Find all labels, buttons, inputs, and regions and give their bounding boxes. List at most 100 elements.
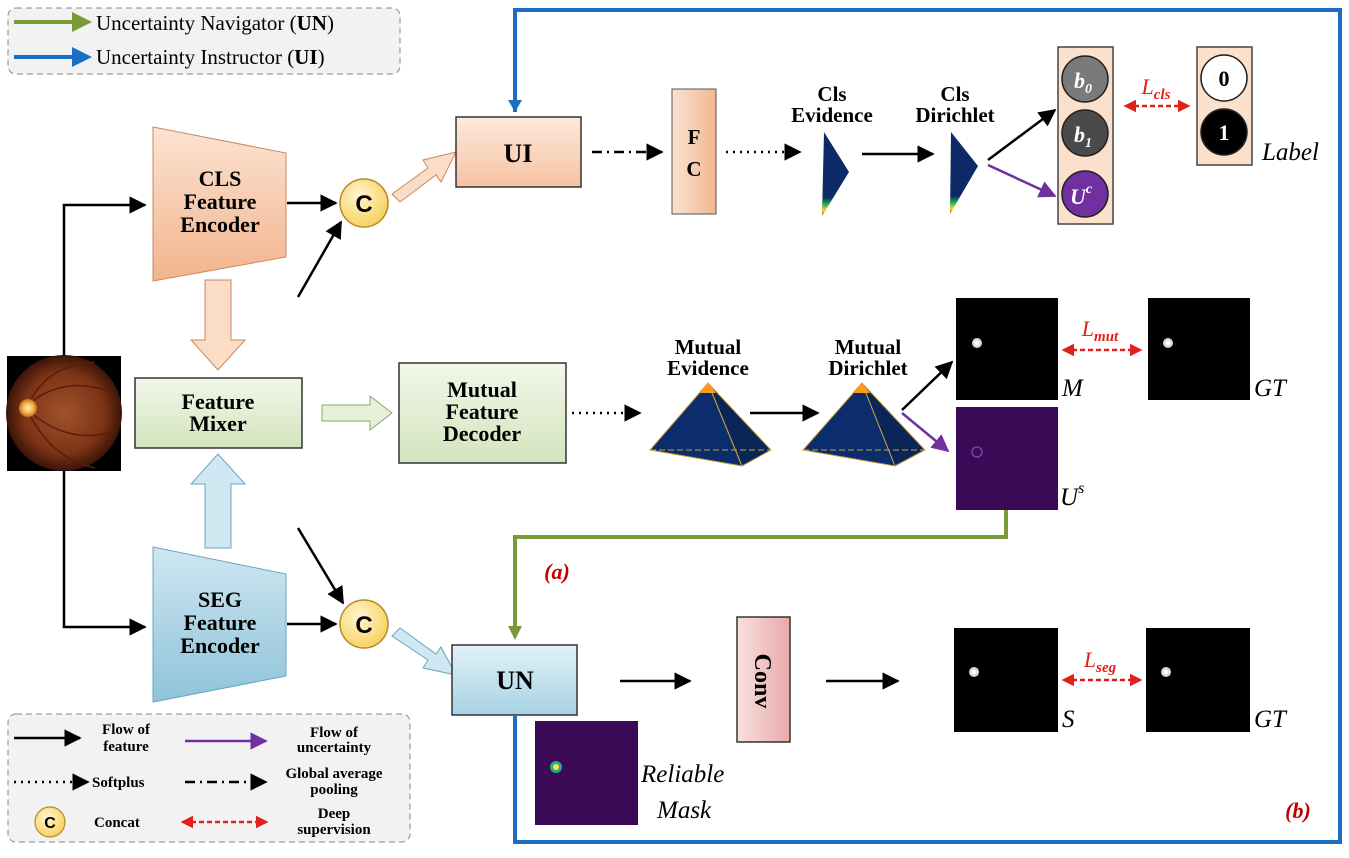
top-legend-box — [7, 7, 401, 75]
fc-block: F C — [671, 88, 717, 215]
cls-dirichlet: Cls Dirichlet — [915, 82, 995, 214]
mutual-mask-label: M — [1061, 375, 1084, 402]
label-zero-text: 0 — [1219, 66, 1230, 91]
legend-concat-icon — [34, 806, 66, 838]
uncertainty-map — [956, 407, 1058, 510]
decoder-line2: Feature — [446, 399, 519, 424]
reliable-mask-line1: Reliable — [640, 761, 724, 788]
dirichlet-to-us — [901, 412, 950, 453]
mutual-dirichlet: Mutual Dirichlet — [802, 335, 926, 467]
mixer-line1: Feature — [182, 389, 255, 414]
bottom-legend-box — [7, 713, 411, 843]
decoder-line3: Decoder — [443, 421, 521, 446]
legend-deep-supervision-line2: supervision — [297, 822, 371, 838]
seg-feature-encoder: SEG Feature Encoder — [152, 546, 287, 703]
belief-b0-label: b0 — [1074, 68, 1092, 97]
gt-map-seg — [1146, 628, 1250, 732]
legend-instructor-label: Uncertainty Instructor (UI) — [96, 45, 325, 69]
seg-to-mixer-arrow — [189, 453, 247, 549]
bottom-legend: Flow of feature Flow of uncertainty Soft… — [7, 713, 411, 843]
cls-evidence-line1: Cls — [817, 82, 846, 106]
concat-cls: C — [339, 178, 389, 228]
mutual-evidence-face-right — [707, 382, 772, 467]
concat-seg: C — [339, 599, 389, 649]
mutual-evidence-apex — [700, 383, 716, 393]
dirichlet-to-belief — [987, 108, 1057, 162]
top-legend: Uncertainty Navigator (UN) Uncertainty I… — [7, 7, 401, 75]
uncertainty-uc-label: Uc — [1070, 182, 1093, 209]
instructor-frame — [513, 8, 1342, 844]
legend-gap-line2: pooling — [310, 782, 358, 798]
legend-deep-supervision-line1: Deep — [318, 806, 351, 822]
label-panel: 0 1 — [1196, 46, 1253, 166]
gt-mutual-label: GT — [1254, 375, 1288, 402]
reliable-mask-line2: Mask — [656, 797, 712, 824]
cls-feature-encoder: CLS Feature Encoder — [152, 126, 287, 282]
mutual-dirichlet-face-right — [861, 382, 926, 467]
navigator-path — [513, 510, 1008, 634]
mutual-feature-decoder: Mutual Feature Decoder — [398, 362, 567, 464]
belief-b1-label: b1 — [1074, 122, 1092, 151]
input-fundus-image — [6, 355, 122, 471]
cls-encoder-line1: CLS — [199, 166, 242, 191]
decoder-line1: Mutual — [447, 377, 517, 402]
gt-map-mutual — [1148, 298, 1250, 400]
legend-feature-flow-line1: Flow of — [102, 722, 151, 738]
reliable-mask-map — [535, 721, 638, 825]
mutual-evidence-line2: Evidence — [667, 356, 749, 380]
legend-navigator-label: Uncertainty Navigator (UN) — [96, 11, 334, 35]
label-caption: Label — [1261, 139, 1319, 166]
un-block: UN — [451, 644, 578, 716]
mixer-to-decoder-arrow — [321, 394, 393, 432]
legend-gap-line1: Global average — [285, 766, 382, 782]
seg-encoder-line1: SEG — [198, 587, 242, 612]
mutual-dirichlet-line2: Dirichlet — [828, 356, 907, 380]
seg-output-map — [954, 628, 1058, 732]
part-a-label: (a) — [544, 559, 570, 584]
loss-mut-label: Lmut — [1081, 316, 1119, 345]
cls-encoder-line3: Encoder — [180, 212, 260, 237]
label-one-node — [1200, 108, 1248, 156]
concat-flows — [287, 194, 345, 633]
concat-to-ui-arrow — [391, 151, 457, 203]
cls-dirichlet-line2: Dirichlet — [915, 103, 994, 127]
legend-uncertainty-flow-line1: Flow of — [310, 725, 359, 741]
legend-concat-label: Concat — [94, 815, 140, 831]
uncertainty-uc-node — [1061, 170, 1109, 218]
conv-block: Conv — [736, 616, 791, 743]
ui-block: UI — [455, 116, 582, 188]
dirichlet-to-mask — [901, 360, 954, 411]
loss-seg-label: Lseg — [1083, 647, 1117, 676]
cls-to-mixer-arrow — [189, 279, 247, 371]
legend-uncertainty-flow-line2: uncertainty — [297, 740, 372, 756]
mutual-evidence: Mutual Evidence — [649, 335, 772, 467]
cls-encoder-line2: Feature — [184, 189, 257, 214]
cls-evidence-triangle — [822, 132, 849, 216]
mutual-dirichlet-line1: Mutual — [835, 335, 902, 359]
optic-disc — [19, 399, 37, 417]
part-b-label: (b) — [1285, 798, 1311, 823]
loss-cls-label: Lcls — [1141, 74, 1171, 103]
mutual-mask-map — [956, 298, 1058, 400]
legend-feature-flow-line2: feature — [103, 739, 149, 755]
legend-softplus-label: Softplus — [92, 775, 145, 791]
mixer-line2: Mixer — [189, 411, 247, 436]
belief-b0-node — [1061, 55, 1109, 103]
mutual-evidence-line1: Mutual — [675, 335, 742, 359]
un-block-label: UN — [496, 666, 534, 695]
concat-to-un-arrow — [391, 627, 457, 676]
seg-output-label: S — [1062, 706, 1075, 733]
uncertainty-map-label: Us — [1060, 480, 1084, 511]
cls-evidence-line2: Evidence — [791, 103, 873, 127]
feature-mixer: Feature Mixer — [134, 377, 303, 449]
seg-encoder-line3: Encoder — [180, 633, 260, 658]
cls-dirichlet-triangle — [950, 132, 978, 214]
ui-block-label: UI — [504, 139, 533, 168]
gt-seg-label: GT — [1254, 706, 1288, 733]
cls-evidence: Cls Evidence — [791, 82, 873, 216]
navigator-arrowhead — [508, 626, 522, 640]
instructor-arrowhead — [508, 100, 522, 112]
label-one-text: 1 — [1219, 120, 1230, 145]
fc-line1: F — [688, 125, 701, 149]
